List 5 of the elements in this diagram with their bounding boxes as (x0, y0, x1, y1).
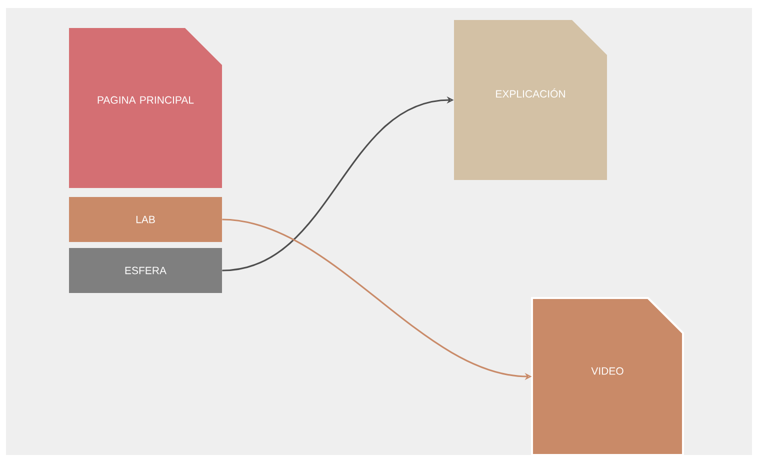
page-card: EXPLICACIÓN (454, 20, 607, 180)
page-card: PAGINA PRINCIPAL (69, 28, 222, 188)
page-card: VIDEO (531, 297, 684, 456)
menu-box: LAB (69, 197, 222, 242)
menu-box: ESFERA (69, 248, 222, 293)
